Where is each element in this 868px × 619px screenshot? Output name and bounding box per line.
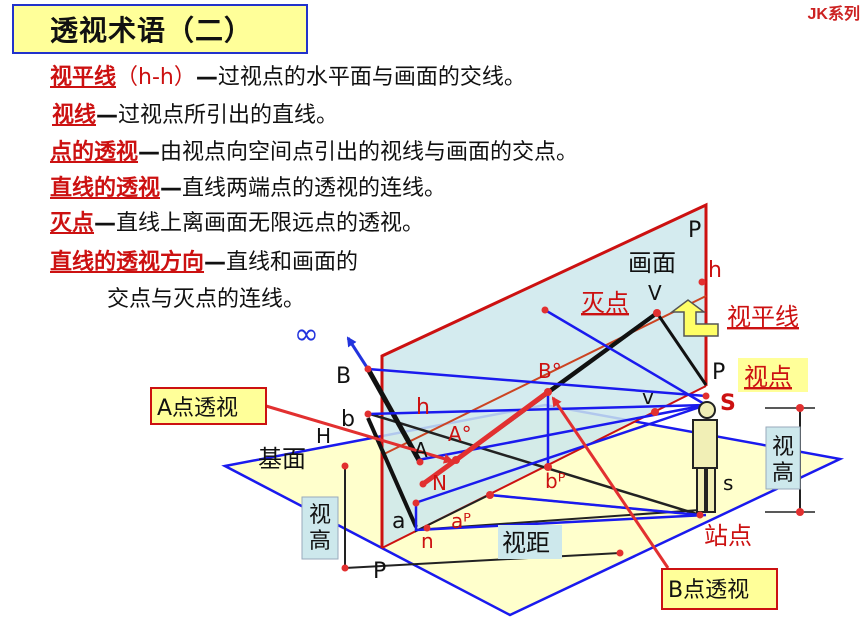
definition-extra: （h-h）	[116, 65, 196, 90]
page-title: 透视术语（二）	[50, 14, 254, 47]
label-P-top: P	[688, 218, 701, 243]
definition-line-perspective: 直线的透视—直线两端点的透视的连线。	[50, 176, 446, 202]
eye-height-right-char-1: 视	[772, 435, 794, 460]
point-dots	[341, 278, 804, 572]
label-s: s	[723, 471, 733, 495]
label-b-perspective: B点透视	[668, 578, 749, 603]
definition-text: 过视点所引出的直线。	[118, 103, 339, 128]
label-h-left: h	[416, 395, 430, 420]
definition-dash: —	[195, 65, 218, 90]
label-vanishing-point: 灭点	[581, 289, 629, 317]
perspective-line-a0b0	[454, 389, 550, 463]
label-picture-plane: 画面	[628, 249, 676, 277]
label-A0: A°	[448, 422, 472, 446]
definition-term: 视平线	[50, 65, 117, 90]
definition-term: 灭点	[50, 211, 95, 236]
definition-dash: —	[94, 211, 117, 236]
horizon-line	[381, 295, 707, 456]
definition-text: 直线上离画面无限远点的透视。	[116, 211, 425, 236]
definition-text: 直线和画面的	[226, 250, 359, 275]
vanishing-vertical	[655, 312, 708, 386]
spatial-line-ab-lower	[366, 417, 418, 528]
definition-text: 直线两端点的透视的连线。	[182, 176, 447, 201]
b-perspective-callout	[661, 568, 778, 610]
page-title-box: 透视术语（二）	[12, 4, 308, 54]
definition-dash: —	[204, 250, 227, 275]
label-b: b	[341, 407, 355, 432]
label-ap: aᴾ	[451, 509, 471, 533]
definition-term: 直线的透视方向	[50, 250, 205, 275]
definition-perspective-direction: 直线的透视方向—直线和画面的	[50, 250, 358, 276]
definition-continuation: 交点与灭点的连线。	[107, 287, 306, 312]
ground-line-an	[344, 552, 621, 569]
definition-text: 由视点向空间点引出的视线与画面的交点。	[160, 140, 579, 165]
definition-term: 直线的透视	[50, 176, 161, 201]
label-eye-height-left: 视高	[309, 503, 331, 554]
infinity-arrow	[346, 336, 370, 370]
label-P-bottom: P	[373, 559, 386, 584]
definition-dash: —	[160, 176, 183, 201]
definition-horizon-line: 视平线（h-h）—过视点的水平面与画面的交线。	[50, 65, 526, 91]
label-n: n	[421, 529, 434, 553]
series-badge: JK系列	[807, 6, 860, 23]
label-N: N	[432, 471, 447, 495]
label-horizon-line: 视平线	[727, 303, 799, 331]
ground-line-ab	[369, 412, 701, 517]
viewpoint-box	[738, 358, 808, 392]
label-station-point: 站点	[704, 522, 752, 550]
label-a-perspective: A点透视	[157, 396, 238, 421]
spatial-line-ab	[365, 367, 423, 464]
label-ground-plane: 基面	[258, 445, 306, 473]
definition-point-perspective: 点的透视—由视点向空间点引出的视线与画面的交点。	[50, 140, 578, 166]
label-v-lower: v	[642, 385, 654, 409]
definition-term: 视线	[52, 103, 97, 128]
b-perspective-arrow	[551, 396, 670, 569]
definition-term: 点的透视	[50, 140, 139, 165]
a-perspective-arrow	[265, 404, 454, 464]
eye-height-right-char-2: 高	[772, 461, 794, 486]
definition-vanishing-point: 灭点—直线上离画面无限远点的透视。	[50, 211, 424, 237]
label-V-upper: V	[648, 281, 662, 305]
perspective-line-n-a0	[421, 457, 458, 487]
label-viewpoint: 视点	[744, 363, 792, 391]
definition-text: 过视点的水平面与画面的交线。	[217, 65, 526, 90]
label-P-right: P	[712, 360, 725, 385]
label-eye-height-right: 视高	[772, 435, 794, 486]
eye-height-right-box	[765, 426, 801, 490]
definition-dash: —	[138, 140, 161, 165]
label-H: H	[316, 424, 331, 448]
definition-dash: —	[96, 103, 119, 128]
label-a: a	[392, 509, 405, 534]
view-distance-box	[498, 525, 562, 559]
label-A: A	[414, 438, 428, 462]
horizon-pointer-arrow	[669, 299, 719, 337]
label-bp: bᴾ	[545, 469, 566, 493]
a-perspective-callout	[150, 387, 267, 425]
label-view-distance: 视距	[502, 529, 550, 557]
definition-sight-line: 视线—过视点所引出的直线。	[52, 103, 338, 129]
eye-height-left-char-2: 高	[309, 529, 331, 554]
label-S: S	[720, 391, 736, 416]
observer-figure	[692, 401, 718, 513]
label-B0: B°	[538, 359, 562, 383]
label-B: B	[336, 364, 351, 389]
eye-height-left-char-1: 视	[309, 503, 331, 528]
label-h-right: h	[708, 258, 722, 283]
label-infinity: ∞	[294, 317, 319, 352]
eye-height-left-box	[301, 496, 339, 560]
